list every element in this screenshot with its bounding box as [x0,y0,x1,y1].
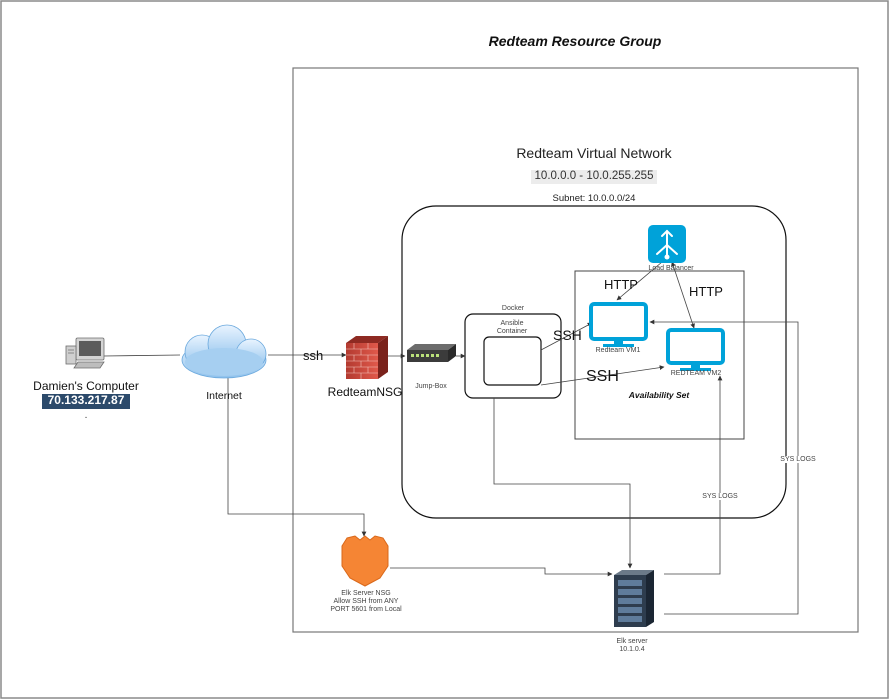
docker-label: Docker [501,305,525,312]
monitor-icon-vm2 [666,328,725,371]
elk-server-line1: Elk server [616,638,648,645]
link-internet-elk-nsg [227,370,367,537]
computer-dot: . [84,410,88,421]
link-elk-nsg-elk-server [390,567,613,577]
server-rack-icon [614,570,654,627]
link-container-vm1 [540,322,593,351]
http-vm2-label: HTTP [689,284,723,299]
ssh-label: ssh [303,348,324,363]
elk-nsg-line2: Allow SSH from ANY [333,598,399,605]
link-elk-syslogs-vm2 [664,375,723,575]
range-highlight [531,170,657,184]
vnet-range: 10.0.0.0 - 10.0.255.255 [534,170,654,182]
availability-set-label: Availability Set [628,390,690,400]
link-computer-internet [103,354,181,357]
resource-group-box [292,67,859,633]
elk-nsg-line1: Elk Server NSG [341,590,391,597]
syslogs-label-2: SYS LOGS [701,493,739,500]
vm2-label: REDTEAM VM2 [670,370,722,377]
nsg-label: RedteamNSG [327,385,403,399]
syslogs-label-1: SYS LOGS [779,456,817,463]
monitor-icon-vm1 [589,302,648,347]
computer-name: Damien's Computer [33,379,139,393]
computer-ip: 70.133.217.87 [47,393,125,407]
firewall-icon [346,336,388,379]
link-elk-syslogs-vm1 [649,319,799,615]
ansible-container-box [483,336,542,386]
elk-nsg-line3: PORT 5601 from Local [330,606,402,613]
vnet-title: Redteam Virtual Network [516,145,672,161]
page-title: Redteam Resource Group [488,33,662,49]
container-label-line2: Container [496,328,528,335]
load-balancer-icon [648,225,686,263]
vnet-subnet: Subnet: 10.0.0.0/24 [552,193,636,204]
computer-icon [65,337,105,369]
virtual-network-box [401,205,787,519]
ip-highlight [42,394,130,409]
http-vm1-label: HTTP [604,277,638,292]
link-container-vm2 [540,365,665,386]
vm1-label: Redteam VM1 [595,347,641,354]
cloud-icon [181,324,267,379]
connections [103,261,799,615]
container-label-line1: Ansible [500,320,524,327]
link-lb-vm2 [671,261,695,329]
jumpbox-label: Jump-Box [415,383,447,390]
availability-set-box [574,270,745,440]
ssh-vm2-label: SSH [586,368,619,385]
link-docker-elk-server [493,398,633,569]
elk-server-line2: 10.1.0.4 [619,646,645,653]
link-lb-vm1 [616,261,663,301]
shield-icon [341,535,389,587]
switch-icon [407,344,456,362]
ssh-vm1-label: SSH [553,327,582,343]
internet-label: Internet [206,390,242,402]
load-balancer-label: Load Balancer [648,265,694,272]
